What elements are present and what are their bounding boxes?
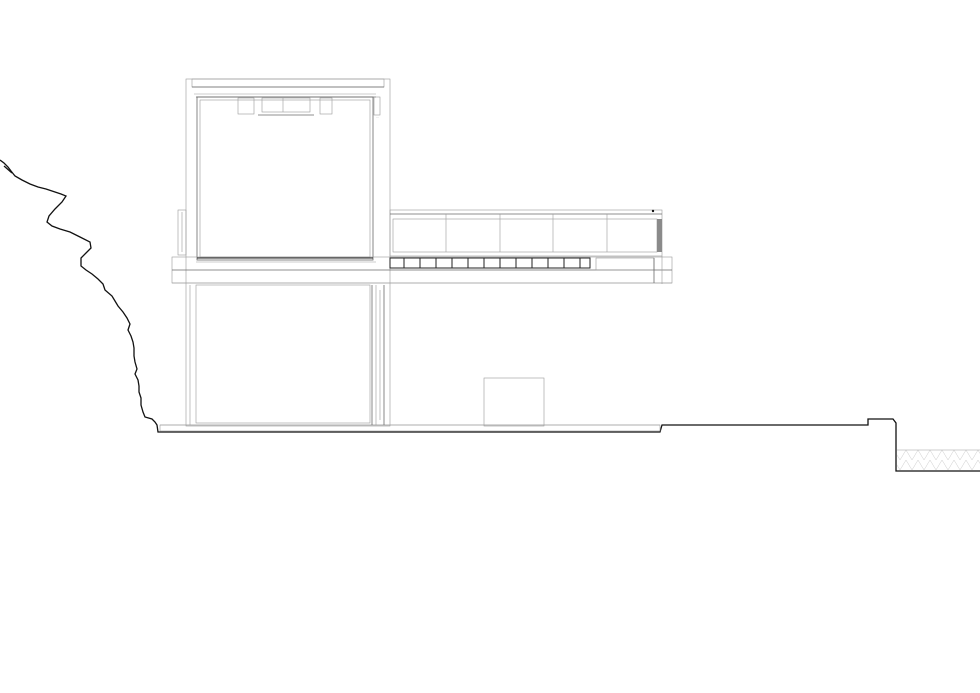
svg-text:···: ··· [376, 115, 379, 119]
terrain-cliff [0, 159, 980, 472]
cantilever-bridge [389, 209, 663, 284]
ground-slab [159, 424, 661, 432]
right-terrain-fill [897, 449, 980, 470]
lower-volume [189, 284, 385, 425]
ground-box [483, 377, 545, 427]
upper-volume: ··· [171, 78, 673, 427]
deck-joists [403, 258, 581, 268]
